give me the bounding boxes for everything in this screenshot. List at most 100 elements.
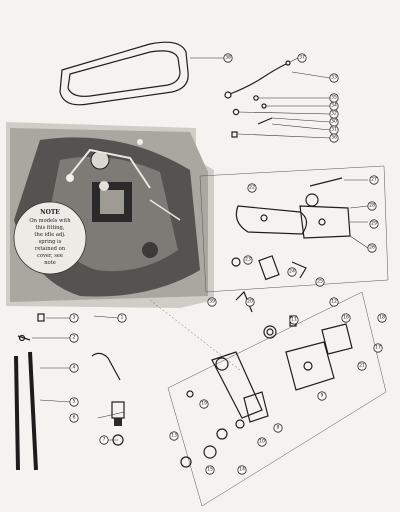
callout-circle	[69, 333, 79, 343]
note-title: NOTE	[40, 209, 60, 216]
callout-circle	[257, 437, 267, 447]
callout-circle	[69, 363, 79, 373]
callout-circle	[315, 277, 325, 287]
callout-number: 3	[73, 315, 76, 321]
callout-number: 7	[103, 437, 106, 443]
callout-number: 16	[343, 315, 349, 321]
callout-number: 28	[369, 203, 375, 209]
left-parts	[14, 313, 125, 471]
note-label: NOTE On models with this fitting, the id…	[13, 201, 87, 275]
callout-number: 15	[207, 467, 213, 473]
callout-8: 8	[273, 423, 283, 433]
cover-gasket	[59, 41, 189, 106]
callout-number: 5	[73, 399, 76, 405]
note-line: this fitting,	[36, 225, 65, 231]
callout-7: 7	[99, 435, 109, 445]
callout-circle	[245, 297, 255, 307]
callout-25: 25	[315, 277, 325, 287]
note-line: cover, see	[37, 253, 63, 259]
callout-circle	[357, 361, 367, 371]
callout-number: 2	[73, 335, 76, 341]
callout-circle	[69, 313, 79, 323]
callout-number: 13	[171, 433, 177, 439]
callout-24: 24	[287, 267, 297, 277]
callout-number: 1	[121, 315, 124, 321]
callout-circle	[329, 73, 339, 83]
callout-circle	[69, 397, 79, 407]
callout-15: 15	[205, 465, 215, 475]
callout-circle	[117, 313, 127, 323]
callout-circle	[237, 465, 247, 475]
callout-17: 17	[373, 343, 383, 353]
callout-31: 31	[329, 125, 339, 135]
callout-number: 19	[201, 401, 207, 407]
callout-16: 16	[341, 313, 351, 323]
dashed-leader	[149, 299, 241, 371]
callout-37: 37	[297, 53, 307, 63]
callout-number: 30	[331, 119, 337, 125]
callout-number: 35	[331, 95, 337, 101]
callout-circle	[289, 315, 299, 325]
callout-circle	[369, 175, 379, 185]
lower-panel	[167, 290, 387, 507]
callout-layer: 1234567891011121314151617181920212223242…	[69, 53, 387, 475]
callout-number: 6	[73, 415, 76, 421]
callout-number: 11	[291, 317, 297, 323]
callout-circle	[373, 343, 383, 353]
callout-number: 24	[289, 269, 295, 275]
callout-39: 39	[207, 297, 217, 307]
callout-number: 25	[317, 279, 323, 285]
callout-number: 22	[249, 185, 255, 191]
callout-4: 4	[69, 363, 79, 373]
callout-28: 28	[367, 201, 377, 211]
callout-12: 12	[329, 297, 339, 307]
callout-22: 22	[247, 183, 257, 193]
callout-number: 26	[369, 245, 375, 251]
callout-20: 20	[245, 297, 255, 307]
callout-number: 33	[331, 75, 337, 81]
note-line: note	[44, 260, 56, 266]
callout-circle	[341, 313, 351, 323]
callout-number: 23	[245, 257, 251, 263]
callout-circle	[243, 255, 253, 265]
callout-1: 1	[117, 313, 127, 323]
callout-26: 26	[367, 243, 377, 253]
small-hardware	[231, 95, 273, 138]
callout-number: 18	[379, 315, 385, 321]
callout-9: 9	[317, 391, 327, 401]
callout-number: 4	[73, 365, 76, 371]
callout-number: 38	[225, 55, 231, 61]
callout-5: 5	[69, 397, 79, 407]
callout-circle	[377, 313, 387, 323]
callout-30: 30	[329, 117, 339, 127]
callout-33: 33	[329, 73, 339, 83]
callout-circle	[205, 465, 215, 475]
callout-38: 38	[223, 53, 233, 63]
callout-number: 17	[375, 345, 381, 351]
callout-21: 21	[357, 361, 367, 371]
callout-circle	[247, 183, 257, 193]
callout-18: 18	[377, 313, 387, 323]
callout-32: 32	[329, 109, 339, 119]
callout-circle	[273, 423, 283, 433]
callout-number: 32	[331, 111, 337, 117]
callout-6: 6	[69, 413, 79, 423]
callout-19: 19	[199, 399, 209, 409]
callout-number: 9	[321, 393, 324, 399]
callout-11: 11	[289, 315, 299, 325]
note-line: the idle adj.	[34, 232, 66, 238]
callout-34: 34	[329, 101, 339, 111]
callout-number: 21	[359, 363, 365, 369]
callout-number: 8	[277, 425, 280, 431]
callout-10: 10	[257, 437, 267, 447]
callout-number: 37	[299, 55, 305, 61]
linkage-panel	[199, 165, 389, 293]
callout-circle	[169, 431, 179, 441]
callout-29: 29	[369, 219, 379, 229]
callout-number: 20	[247, 299, 253, 305]
callout-number: 27	[371, 177, 377, 183]
callout-circle	[199, 399, 209, 409]
callout-23: 23	[243, 255, 253, 265]
